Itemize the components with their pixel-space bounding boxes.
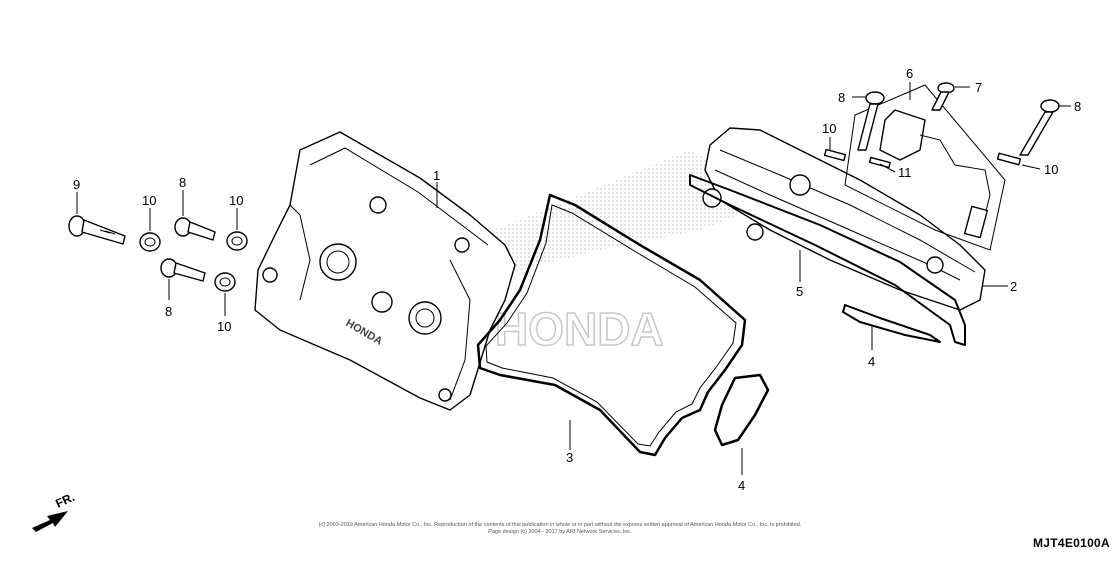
front-arrow-icon — [32, 511, 68, 532]
bolt-8-d — [1019, 99, 1060, 156]
rear-head-cover-gasket — [689, 174, 966, 346]
bolt-8-c — [857, 91, 885, 151]
rear-head-cover — [702, 127, 986, 311]
bolt-8-b — [160, 258, 206, 282]
callout-1: 1 — [433, 168, 440, 183]
front-marker-label: FR. — [53, 490, 76, 511]
bolt-7 — [931, 82, 955, 111]
watermark-text: HONDA — [495, 303, 664, 355]
collar-10-e — [996, 152, 1022, 166]
collar-11 — [868, 156, 891, 169]
washer-10-c — [214, 272, 236, 292]
diagram-code: MJT4E0100A — [1032, 536, 1110, 550]
callout-labels: 1 2 3 4 4 5 6 7 8 8 8 8 9 10 10 10 10 10… — [73, 66, 1081, 493]
callout-9: 9 — [73, 177, 80, 192]
head-cover-gasket-inner — [485, 204, 737, 447]
copyright-line-1: (c) 2003-2019 American Honda Motor Co., … — [318, 522, 802, 528]
copyright-line-2: Page design (c) 2004 - 2017 by ARI Netwo… — [488, 529, 632, 535]
callout-10-d: 10 — [822, 121, 836, 136]
plug-hole-seal-right — [842, 304, 941, 343]
bolt-8-a — [174, 217, 216, 241]
callout-5: 5 — [796, 284, 803, 299]
collar-10-d — [823, 148, 847, 162]
plug-hole-seal — [713, 373, 770, 447]
callout-8-left-upper: 8 — [179, 175, 186, 190]
callout-8-left-lower: 8 — [165, 304, 172, 319]
callout-8-top-right: 8 — [1074, 99, 1081, 114]
callout-10-c: 10 — [217, 319, 231, 334]
head-cover-gasket — [476, 193, 747, 457]
sensor-harness — [844, 84, 1006, 251]
copyright-notice: (c) 2003-2019 American Honda Motor Co., … — [300, 522, 820, 536]
bolt-9 — [68, 215, 126, 245]
callout-6: 6 — [906, 66, 913, 81]
callout-7: 7 — [975, 80, 982, 95]
leader-lines — [76, 82, 1071, 475]
callout-10-b: 10 — [229, 193, 243, 208]
callout-8-top-left: 8 — [838, 90, 845, 105]
callout-10-e: 10 — [1044, 162, 1058, 177]
callout-4-lower: 4 — [738, 478, 745, 493]
callout-3: 3 — [566, 450, 573, 465]
callout-2: 2 — [1010, 279, 1017, 294]
front-direction-marker: FR. — [32, 490, 77, 532]
callout-11: 11 — [898, 165, 912, 180]
washer-10-a — [139, 232, 161, 252]
callout-10-a: 10 — [142, 193, 156, 208]
washer-10-b — [226, 231, 248, 251]
callout-4-right: 4 — [868, 354, 875, 369]
cylinder-head-cover: HONDA — [254, 131, 516, 411]
